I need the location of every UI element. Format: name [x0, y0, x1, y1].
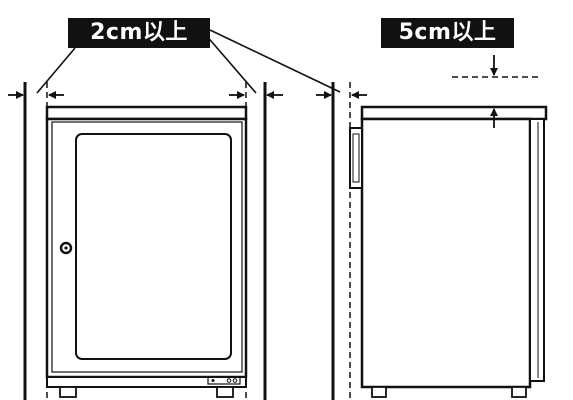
rear-unit-inner	[352, 133, 360, 183]
front-foot-left	[59, 386, 77, 398]
rear-dehumidifier-unit	[349, 127, 363, 189]
label-leader-lines	[36, 29, 341, 94]
control-led-2	[226, 378, 232, 383]
leader-to-right-gap	[204, 33, 257, 94]
front-foot-right	[216, 386, 234, 398]
door-handle-center	[64, 246, 68, 250]
side-body	[360, 117, 532, 389]
top-clearance-label: 5cm以上	[381, 18, 514, 48]
front-view-cabinet	[45, 105, 248, 398]
front-door-outer	[51, 121, 243, 373]
control-led-3	[232, 378, 238, 383]
control-panel	[207, 376, 241, 385]
side-top-panel	[360, 105, 548, 121]
glass-window	[75, 133, 232, 360]
side-door-edge	[529, 118, 545, 382]
side-clearance-label: 2cm以上	[68, 18, 210, 48]
front-base	[46, 376, 247, 388]
leader-to-side-gap	[209, 29, 341, 93]
wall-lines	[23, 82, 335, 400]
leader-to-left-gap	[36, 47, 76, 94]
front-top-panel	[45, 105, 248, 121]
side-foot-left	[371, 386, 387, 398]
side-view-cabinet	[349, 105, 548, 398]
side-foot-right	[511, 386, 527, 398]
control-led-1	[211, 379, 215, 382]
